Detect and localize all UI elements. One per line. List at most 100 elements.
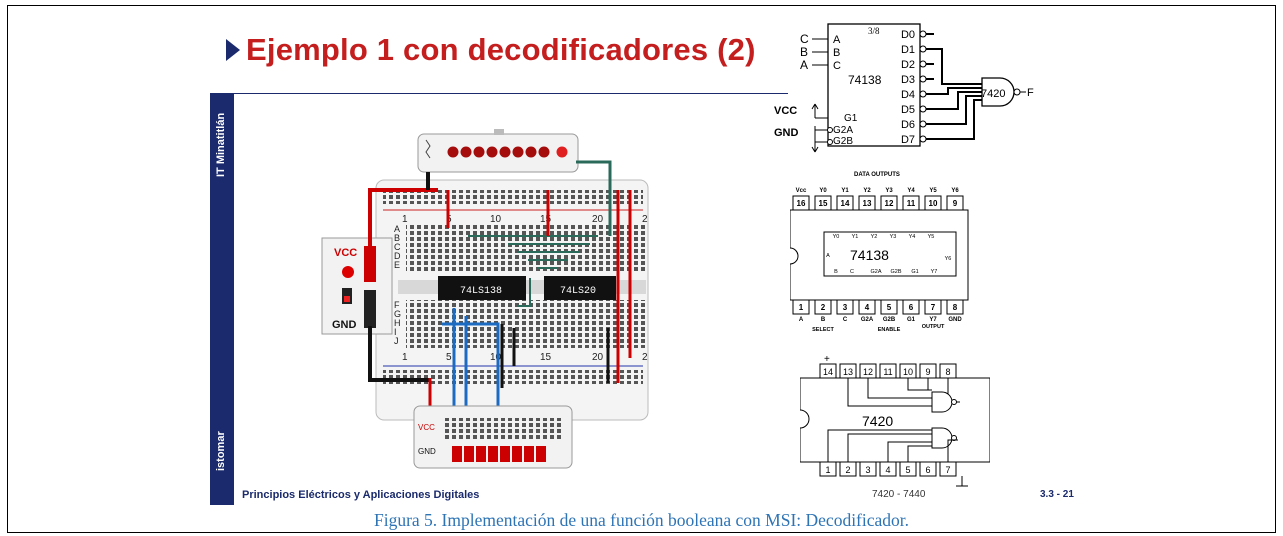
ground-icon: [956, 476, 968, 487]
vcc-label: VCC: [774, 105, 797, 117]
col-label: 15: [540, 214, 552, 225]
col-label: 15: [540, 352, 552, 363]
pin-name: G2B: [883, 317, 896, 323]
inner-label: Y0: [833, 234, 840, 240]
col-label: 5: [446, 352, 452, 363]
footer-course: Principios Eléctricos y Aplicaciones Dig…: [242, 489, 480, 501]
chip-label: 74LS138: [460, 286, 502, 297]
pin-number: 6: [909, 303, 914, 312]
col-label: 1: [402, 352, 408, 363]
footer-ics: 7420 - 7440: [872, 489, 926, 500]
pin-number: 2: [821, 303, 826, 312]
dip-switches: [452, 446, 546, 462]
output-label: D5: [901, 104, 915, 116]
footer-page-number: 3.3 - 21: [1040, 489, 1074, 500]
row-label: C: [394, 242, 401, 252]
inner-label: A: [826, 253, 830, 259]
decoder-chip-label: 74138: [848, 73, 882, 87]
row-label: J: [394, 336, 399, 346]
nand-gate-b: [931, 427, 953, 449]
output-label: D4: [901, 89, 915, 101]
gate-label: 7420: [981, 88, 1005, 100]
pinout-header: DATA OUTPUTS: [854, 172, 900, 178]
col-label: 2: [642, 352, 648, 363]
pin-number: 12: [863, 367, 873, 377]
breadboard-illustration: 1 5 10 15 20 2 1 5 10 15 20 2 A B C D E …: [321, 129, 649, 469]
pin-number: 16: [797, 199, 806, 208]
col-label: 10: [490, 352, 502, 363]
pinout-74138: DATA OUTPUTS Vcc Y0 Y1 Y2 Y3 Y4 Y5 Y6 16…: [790, 172, 969, 333]
pin-number: 4: [865, 303, 870, 312]
inner-label: Y2: [871, 234, 878, 240]
inner-label: C: [850, 269, 854, 275]
pin-number: 1: [799, 303, 804, 312]
inner-label: Y1: [852, 234, 859, 240]
pin-number: 3: [843, 303, 848, 312]
pin-number: 14: [823, 367, 833, 377]
inner-label: Y4: [909, 234, 916, 240]
input-label: C: [800, 32, 809, 46]
pin-number: 1: [825, 465, 830, 475]
inner-label: Y5: [928, 234, 935, 240]
pin-name: Y5: [929, 188, 937, 194]
enable-label: G2B: [833, 136, 853, 147]
chip-label: 74LS20: [560, 286, 596, 297]
row-label: I: [394, 327, 397, 337]
pin-number: 6: [925, 465, 930, 475]
row-label: B: [394, 233, 400, 243]
inner-label: G1: [911, 269, 918, 275]
pin-number: 7: [945, 465, 950, 475]
pin-name: Vcc: [796, 188, 807, 194]
led-row: [447, 146, 568, 158]
pin-number: 2: [845, 465, 850, 475]
group-label: SELECT: [812, 327, 834, 333]
pin-number: 9: [925, 367, 930, 377]
pin-number: 13: [863, 199, 872, 208]
col-label: 1: [402, 214, 408, 225]
output-f-label: F: [1027, 87, 1034, 99]
row-label: A: [394, 224, 400, 234]
pin-label: A: [833, 34, 841, 46]
sidebar-institution: IT Minatitlán: [215, 112, 227, 177]
inner-label: Y3: [890, 234, 897, 240]
row-label: G: [394, 309, 401, 319]
ic-label: 74138: [850, 247, 889, 263]
pin-name: Y3: [885, 188, 893, 194]
pin-number: 5: [905, 465, 910, 475]
pin-name: Y6: [951, 188, 959, 194]
slide-sidebar: IT Minatitlán istomar: [210, 93, 234, 505]
vcc-plus: +: [824, 354, 830, 365]
pin-number: 9: [953, 199, 958, 208]
output-label: D0: [901, 29, 915, 41]
pin-number: 13: [843, 367, 853, 377]
chip-74ls20: [544, 276, 616, 300]
pin-name: G1: [907, 317, 916, 323]
slide-title-row: Ejemplo 1 con decodificadores (2): [226, 32, 756, 68]
figure-frame: [7, 5, 1276, 533]
chip-74ls138: [438, 276, 526, 300]
title-bullet-icon: [226, 39, 240, 61]
output-label: D1: [901, 44, 915, 56]
pin-number: 15: [819, 199, 828, 208]
pin-number: 8: [953, 303, 958, 312]
led-board: [417, 133, 579, 173]
pin-number: 14: [841, 199, 850, 208]
pin-name: B: [821, 317, 826, 323]
inner-label: B: [834, 269, 838, 275]
pin-name: C: [843, 317, 848, 323]
pin-number: 10: [903, 367, 913, 377]
col-label: 10: [490, 214, 502, 225]
col-label: 20: [592, 214, 604, 225]
input-label: A: [800, 58, 808, 72]
decoder-schematic: 3/8 C B A A B C 74138 D0 D1 D2 D3 D4 D5 …: [774, 23, 1034, 153]
inner-label: Y6: [945, 256, 952, 262]
pin-name: Y0: [819, 188, 827, 194]
pin-number: 7: [931, 303, 936, 312]
pin-name: G2A: [861, 317, 874, 323]
row-label: E: [394, 260, 400, 270]
group-label: OUTPUT: [922, 324, 945, 330]
pin-number: 12: [885, 199, 894, 208]
pin-name: Y4: [907, 188, 915, 194]
gnd-small: GND: [418, 447, 436, 456]
output-label: D7: [901, 134, 915, 146]
